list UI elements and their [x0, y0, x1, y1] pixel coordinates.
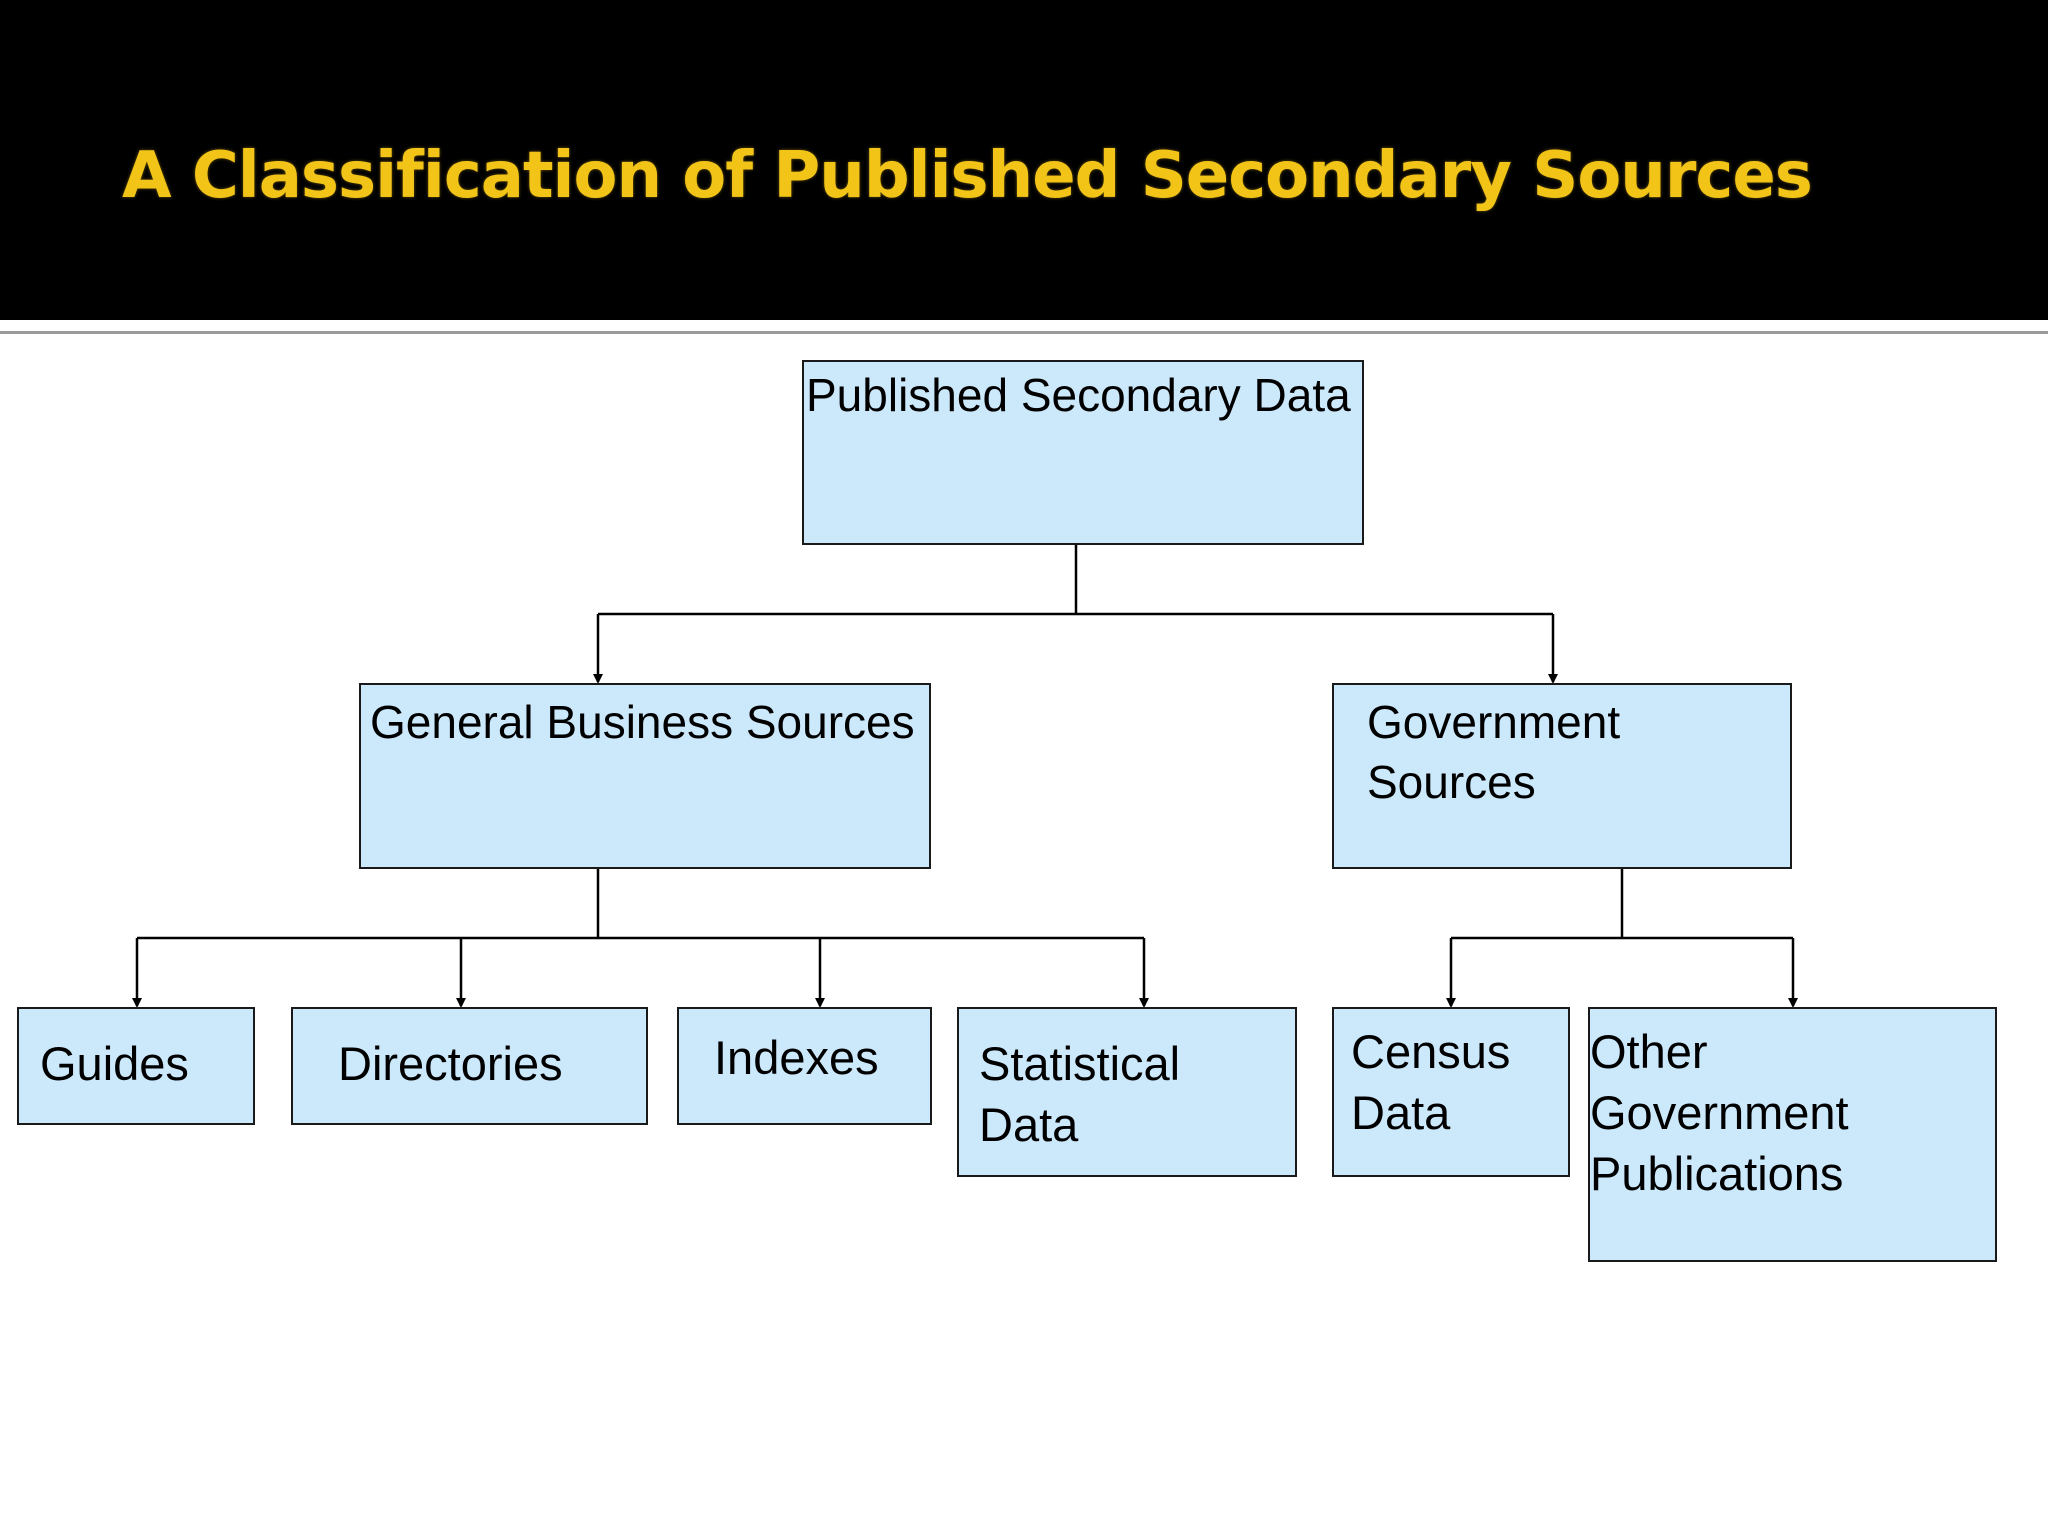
node-census-data: Census Data [1332, 1007, 1570, 1177]
node-label: Published Secondary Data [806, 369, 1351, 421]
node-label: Guides [40, 1037, 189, 1090]
slide-title: A Classification of Published Secondary … [122, 139, 1813, 213]
node-label: General Business Sources [370, 696, 915, 748]
node-statistical-data: Statistical Data [957, 1007, 1297, 1177]
node-label: Statistical Data [979, 1037, 1181, 1151]
node-general-business-sources: General Business Sources [359, 683, 931, 869]
node-guides: Guides [17, 1007, 255, 1125]
node-government-sources: Government Sources [1332, 683, 1792, 869]
title-divider [0, 331, 2048, 334]
node-label: Indexes [714, 1031, 879, 1084]
node-directories: Directories [291, 1007, 648, 1125]
title-bar: A Classification of Published Secondary … [0, 0, 2048, 320]
node-other-government-publications: Other Government Publications [1588, 1007, 1997, 1262]
node-label: Directories [338, 1037, 563, 1090]
node-label: Census Data [1351, 1025, 1511, 1139]
node-indexes: Indexes [677, 1007, 932, 1125]
node-label: Other Government Publications [1590, 1025, 1849, 1200]
node-published-secondary-data: Published Secondary Data [802, 360, 1364, 545]
node-label: Government Sources [1367, 696, 1621, 808]
